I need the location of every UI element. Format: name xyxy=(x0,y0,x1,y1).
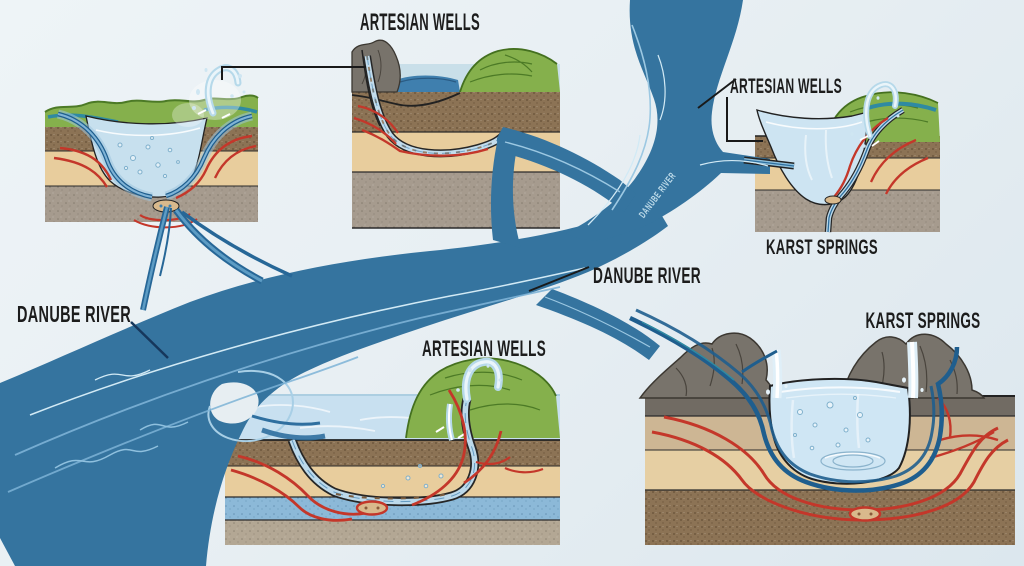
inset-artesian-top-left xyxy=(44,64,259,229)
inset-artesian-bottom-middle xyxy=(225,357,560,545)
streams-from-top-left-inset xyxy=(140,206,293,311)
label-artesian-wells-bottom: ARTESIAN WELLS xyxy=(422,336,546,361)
river-main-band xyxy=(0,199,668,566)
fountain xyxy=(435,357,503,441)
karst-conduits xyxy=(629,308,960,493)
rock-peak-left xyxy=(638,332,774,399)
eddy-hole xyxy=(210,382,259,424)
label-danube-river-left: DANUBE RIVER xyxy=(17,301,131,327)
inset-artesian-top-middle xyxy=(351,39,560,229)
aquifer-conduits xyxy=(56,109,254,202)
spring-node xyxy=(355,500,389,516)
leader-artesian-top xyxy=(221,66,366,80)
leader-lines xyxy=(130,66,763,359)
labels: ARTESIAN WELLS ARTESIAN WELLS KARST SPRI… xyxy=(17,9,981,361)
river-upper-arm xyxy=(566,0,770,241)
label-karst-springs-bottom: KARST SPRINGS xyxy=(866,308,981,333)
leader-danube-center xyxy=(528,266,590,292)
bubbles xyxy=(117,136,180,179)
pressure-lines xyxy=(651,397,1009,522)
inset-artesian-top-right xyxy=(755,81,940,233)
fountain xyxy=(850,81,900,148)
spring-node xyxy=(848,506,882,522)
label-artesian-wells-top: ARTESIAN WELLS xyxy=(360,9,480,36)
ripple-splash xyxy=(820,451,886,471)
bubbles xyxy=(380,464,444,489)
waterfalls xyxy=(766,341,924,399)
river-flow-lines xyxy=(7,24,769,493)
leader-artesian-right-elbow xyxy=(726,97,763,142)
inset-karst-bottom-right xyxy=(638,332,1015,545)
label-danube-river-center: DANUBE RIVER xyxy=(593,263,701,288)
spring-node xyxy=(824,195,842,205)
pressure-lines xyxy=(230,389,544,522)
pressure-lines xyxy=(53,134,257,229)
leader-danube-left xyxy=(130,321,169,359)
river-branch-down xyxy=(490,138,521,248)
pressure-lines xyxy=(353,104,489,157)
leader-artesian-right-diagonal xyxy=(697,78,737,109)
fountain xyxy=(172,64,246,127)
label-karst-springs-top: KARST SPRINGS xyxy=(766,236,878,259)
grass-hill xyxy=(406,358,560,438)
bubbles xyxy=(793,396,871,451)
grass-hill xyxy=(460,48,560,92)
river-branch-to-karst xyxy=(536,289,660,360)
well-conduit xyxy=(361,49,509,158)
well-conduit xyxy=(824,107,905,233)
river-branch-to-middle-inset xyxy=(496,127,636,212)
well-conduit xyxy=(287,397,480,507)
pressure-lines xyxy=(833,117,929,198)
label-artesian-wells-right: ARTESIAN WELLS xyxy=(730,75,842,98)
